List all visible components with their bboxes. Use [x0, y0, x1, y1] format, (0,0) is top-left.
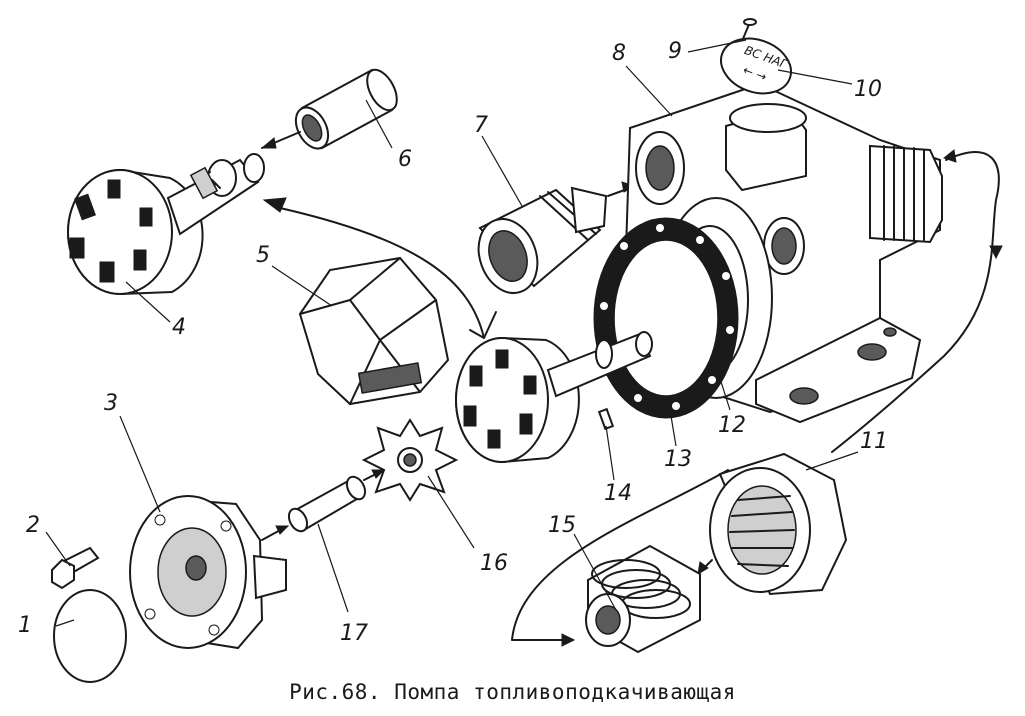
arrow-17-to-16-head — [371, 469, 386, 479]
part-2-bolt — [51, 546, 100, 590]
callout-17: 17 — [340, 621, 368, 646]
arrow-3-to-17-head — [275, 525, 290, 535]
part-13-gasket — [593, 217, 739, 419]
part-10-plate: ВС НАГ ← → — [720, 37, 792, 95]
callout-numbers: 1 2 3 4 5 6 7 8 9 10 11 12 13 14 15 16 1… — [18, 39, 888, 646]
arrow-11-to-15-head — [697, 561, 709, 575]
part-rotor-center — [455, 331, 653, 464]
callout-15: 15 — [548, 513, 576, 538]
part-3-cover — [129, 495, 287, 650]
part-4-rotor-shaft — [67, 153, 265, 296]
callout-11: 11 — [860, 429, 888, 454]
part-15-spring-valve — [585, 544, 701, 654]
curved-arrow-5 — [279, 207, 485, 339]
callout-13: 13 — [664, 447, 692, 472]
assembly-path-right-head2 — [989, 245, 1003, 260]
curved-arrow-5-head — [262, 197, 287, 213]
callout-10: 10 — [854, 77, 882, 102]
callout-7: 7 — [474, 113, 488, 138]
callout-5: 5 — [256, 243, 270, 268]
callout-4: 4 — [172, 315, 186, 340]
callout-8: 8 — [612, 41, 626, 66]
arrow-6-to-4-head — [260, 137, 277, 149]
callout-16: 16 — [480, 551, 508, 576]
callout-9: 9 — [668, 39, 682, 64]
curved-arrow-5-tail — [469, 311, 497, 339]
figure-caption: Рис.68. Помпа топливоподкачивающая — [289, 680, 736, 704]
part-7-fitting — [477, 186, 608, 294]
assembly-path-right-head — [942, 149, 957, 163]
assembly-path-lower — [511, 469, 729, 641]
part-6-sleeve — [294, 68, 398, 150]
leader-lines — [45, 39, 859, 627]
part-11-nut — [709, 452, 848, 596]
part-1-disk — [53, 589, 127, 683]
assembly-path-right — [831, 151, 1000, 453]
callout-14: 14 — [604, 481, 632, 506]
callout-1: 1 — [18, 613, 32, 638]
callout-6: 6 — [398, 147, 412, 172]
assembly-path-lower-head — [561, 633, 576, 647]
part-5-hex-cap — [298, 256, 450, 406]
part-17-axle — [287, 475, 367, 533]
part-14-pin — [597, 407, 615, 431]
callout-12: 12 — [718, 413, 746, 438]
part-16-impeller — [361, 418, 459, 502]
callout-2: 2 — [26, 513, 40, 538]
callout-3: 3 — [104, 391, 118, 416]
